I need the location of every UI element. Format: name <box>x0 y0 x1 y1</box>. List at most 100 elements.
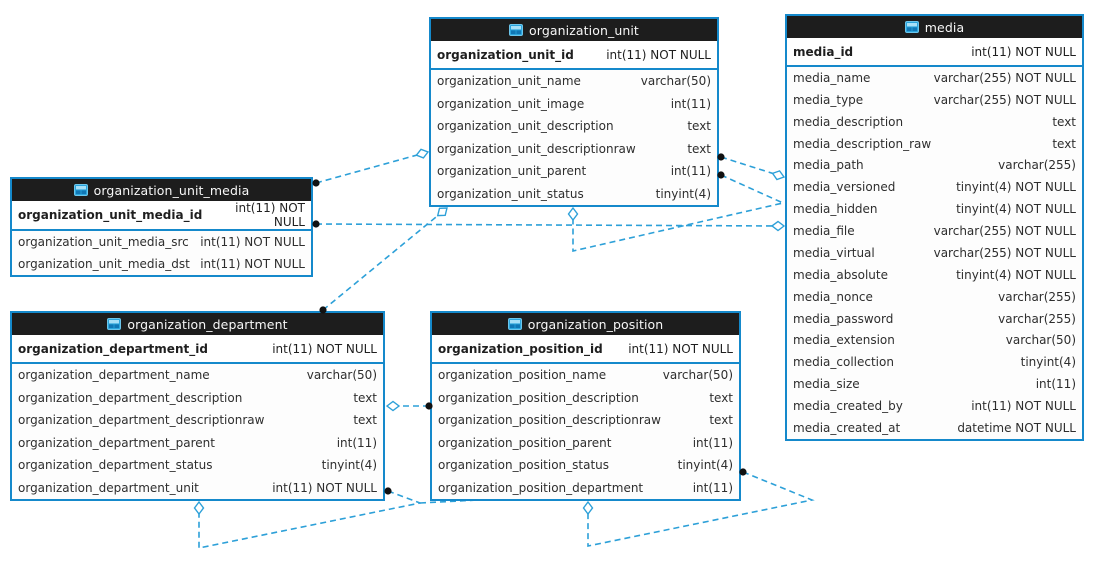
column-type: int(11) NOT NULL <box>606 47 711 62</box>
table-organization_unit[interactable]: organization_unit organization_unit_id int… <box>429 17 719 207</box>
column-name: organization_unit_id <box>437 47 574 62</box>
column-name: organization_unit_name <box>437 74 581 89</box>
primary-key-row[interactable]: organization_unit_id int(11) NOT NULL <box>431 41 717 70</box>
table-columns: organization_unit_media_src int(11) NOT N… <box>12 231 311 275</box>
relationship-organization-unit-image-to-media[interactable] <box>720 156 785 178</box>
column-row[interactable]: organization_unit_name varchar(50) <box>431 70 717 93</box>
column-type: tinyint(4) NOT NULL <box>956 180 1076 195</box>
column-row[interactable]: media_collection tinyint(4) <box>787 351 1082 373</box>
table-icon <box>904 21 919 33</box>
column-name: organization_unit_status <box>437 186 584 201</box>
relationship-unit-media-dst-to-media[interactable] <box>315 223 785 227</box>
table-header-organization_unit[interactable]: organization_unit <box>431 19 717 41</box>
column-name: organization_position_descriptionraw <box>438 413 661 428</box>
column-name: media_created_at <box>793 420 901 435</box>
column-row[interactable]: organization_unit_media_dst int(11) NOT N… <box>12 253 311 275</box>
column-type: int(11) <box>1035 377 1076 392</box>
column-type: text <box>1052 114 1076 129</box>
relationship-unit-media-src-to-organization-unit[interactable] <box>315 151 429 184</box>
table-title: organization_department <box>127 316 288 332</box>
column-type: int(11) NOT NULL <box>971 44 1076 59</box>
column-name: media_absolute <box>793 267 888 282</box>
column-type: text <box>353 413 377 428</box>
column-name: media_path <box>793 158 864 173</box>
column-name: media_password <box>793 311 894 326</box>
relationship-organization-department-unit-to-organization-unit[interactable] <box>322 207 448 311</box>
column-type: varchar(255) NOT NULL <box>933 92 1076 107</box>
column-name: media_collection <box>793 355 894 370</box>
column-type: varchar(255) NOT NULL <box>933 224 1076 239</box>
column-type: tinyint(4) <box>1020 355 1076 370</box>
column-type: int(11) NOT NULL <box>628 341 733 356</box>
column-name: organization_department_id <box>18 341 208 356</box>
table-header-organization_unit_media[interactable]: organization_unit_media <box>12 179 311 201</box>
column-name: media_name <box>793 70 871 85</box>
relationship-organization-department-parent-self[interactable] <box>198 490 423 549</box>
column-type: text <box>1052 136 1076 151</box>
table-icon <box>509 24 524 36</box>
column-name: organization_unit_description <box>437 119 614 134</box>
column-type: int(11) NOT NULL <box>200 257 305 271</box>
table-header-organization_position[interactable]: organization_position <box>432 313 739 335</box>
column-name: media_type <box>793 92 864 107</box>
column-type: int(11) <box>692 435 733 450</box>
column-name: organization_department_status <box>18 458 213 473</box>
column-name: organization_unit_descriptionraw <box>437 141 636 156</box>
column-name: organization_unit_media_src <box>18 235 189 249</box>
column-type: varchar(50) <box>1005 333 1076 348</box>
table-header-organization_department[interactable]: organization_department <box>12 313 383 335</box>
column-type: varchar(50) <box>640 74 711 89</box>
column-name: media_hidden <box>793 202 878 217</box>
table-organization_department[interactable]: organization_department organization_depa… <box>10 311 385 501</box>
table-title: media <box>924 19 965 35</box>
relationship-organization-position-parent-self[interactable] <box>587 471 815 547</box>
column-name: organization_department_parent <box>18 435 215 450</box>
column-row[interactable]: media_type varchar(255) NOT NULL <box>787 89 1082 111</box>
relationship-organization-unit-parent-self[interactable] <box>572 174 786 253</box>
table-header-media[interactable]: media <box>787 16 1082 38</box>
column-name: organization_unit_media_dst <box>18 257 190 271</box>
